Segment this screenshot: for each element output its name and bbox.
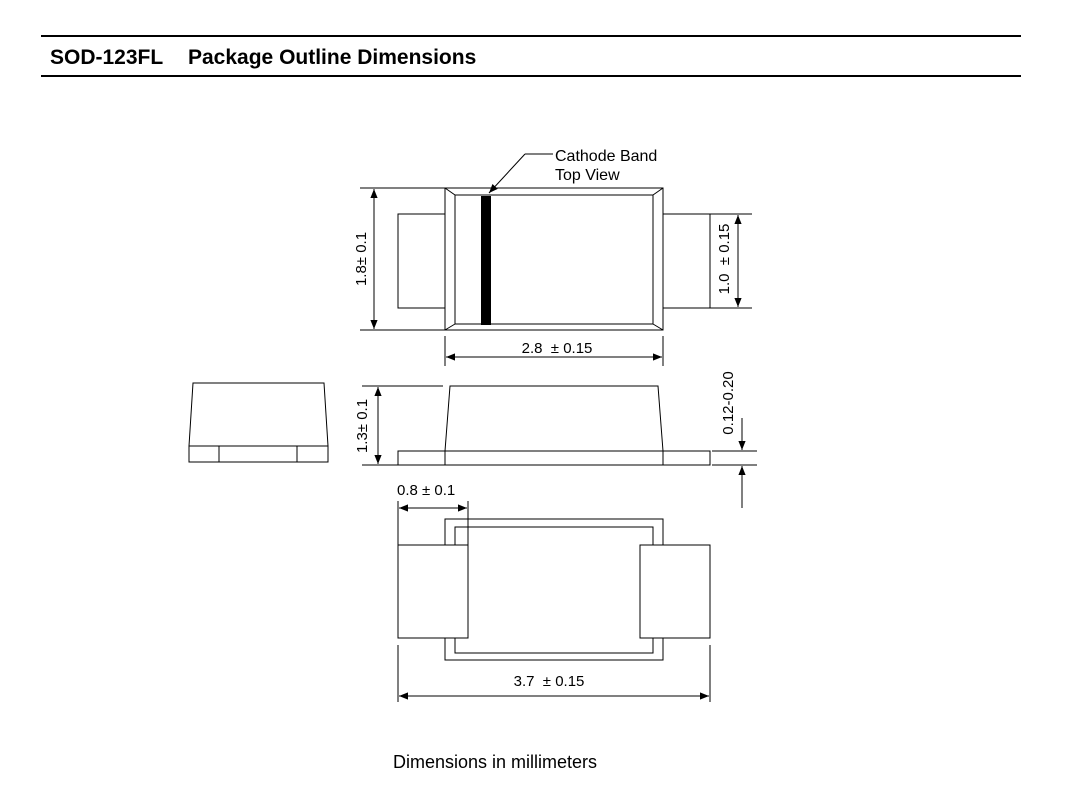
callout-top-view: Top View bbox=[555, 167, 620, 184]
body-outer-bottom bbox=[444, 518, 664, 661]
body-side bbox=[444, 385, 664, 465]
lead-strip-side bbox=[397, 450, 711, 466]
body-inner-top bbox=[454, 194, 654, 325]
cathode-band bbox=[481, 196, 491, 325]
dim-label-side-height: 1.3± 0.1 bbox=[354, 399, 371, 453]
dim-label-body-length: 2.8 ± 0.15 bbox=[522, 340, 593, 357]
right-pad-bottom bbox=[639, 544, 711, 639]
iso-view bbox=[188, 382, 329, 463]
dim-label-lead-thickness: 0.12-0.20 bbox=[720, 371, 737, 434]
callout-cathode-band: Cathode Band bbox=[555, 148, 657, 165]
dim-label-lead-width: 1.0 ± 0.15 bbox=[716, 224, 733, 295]
body-outer-top bbox=[444, 187, 664, 331]
top-view bbox=[360, 153, 752, 366]
body-inner-bottom bbox=[454, 526, 654, 654]
units-note: Dimensions in millimeters bbox=[393, 752, 598, 772]
dim-label-body-height: 1.8± 0.1 bbox=[353, 232, 370, 286]
dim-label-pad-length: 0.8 ± 0.1 bbox=[397, 482, 455, 499]
side-view bbox=[362, 385, 757, 508]
dim-label-overall-length: 3.7 ± 0.15 bbox=[514, 673, 585, 690]
package-name: SOD-123FL bbox=[50, 46, 164, 69]
left-lead-top bbox=[397, 213, 446, 309]
bottom-view bbox=[397, 501, 711, 702]
left-pad-bottom bbox=[397, 544, 469, 639]
title-bar: SOD-123FL Package Outline Dimensions bbox=[41, 35, 1021, 77]
right-lead-top bbox=[662, 213, 711, 309]
page-title: Package Outline Dimensions bbox=[188, 46, 477, 69]
